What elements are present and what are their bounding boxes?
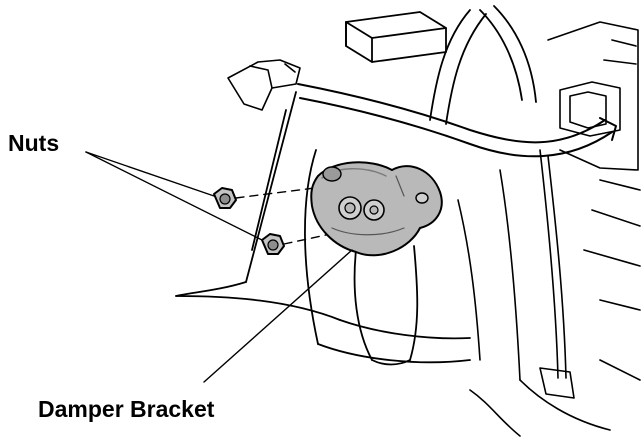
right-equipment	[547, 21, 641, 311]
nut-lower	[261, 233, 285, 255]
body-panel	[175, 91, 471, 364]
pipes	[429, 5, 537, 125]
left-clip	[227, 59, 301, 111]
hose	[297, 83, 617, 158]
right-structure	[457, 149, 641, 437]
damper-bracket	[310, 161, 443, 257]
leader-lines	[85, 151, 353, 383]
damper-bracket-label: Damper Bracket	[38, 396, 215, 422]
nut-upper	[213, 187, 237, 209]
damper-body	[353, 245, 419, 366]
upper-housing	[345, 11, 447, 63]
nuts-label: Nuts	[8, 130, 60, 156]
